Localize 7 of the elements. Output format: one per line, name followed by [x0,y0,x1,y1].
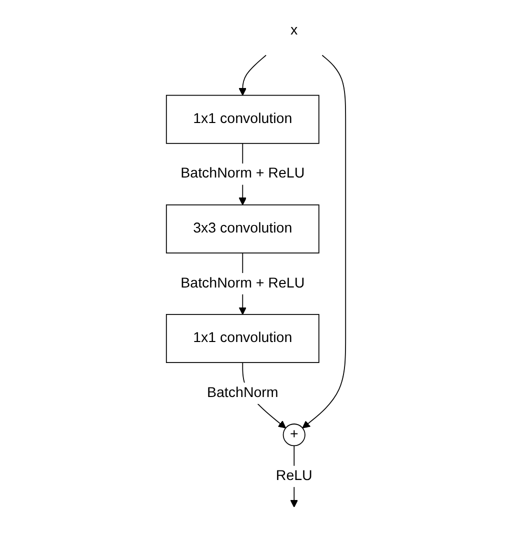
arrow [238,54,266,96]
sum-circle: + [282,424,306,446]
process-box: 1x1 convolution [166,94,320,144]
input-label: x [290,23,298,38]
process-box: 3x3 convolution [166,204,320,254]
arrow [302,54,346,428]
process-box: 1x1 convolution [166,314,320,363]
